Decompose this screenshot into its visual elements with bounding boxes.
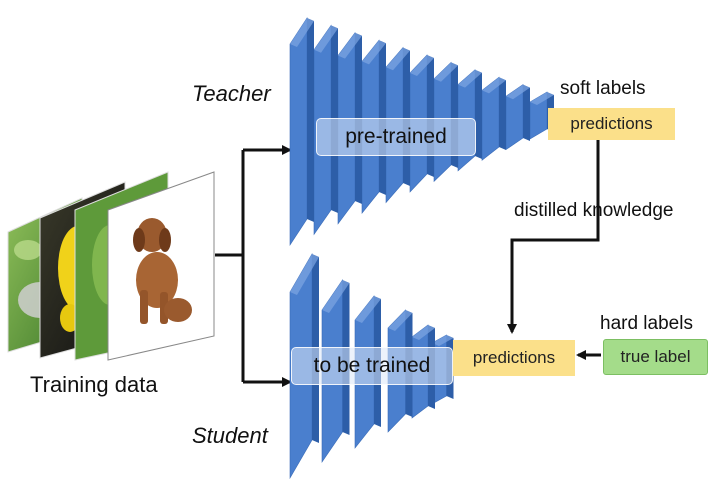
training-image-stack xyxy=(7,171,215,361)
soft-labels-title: soft labels xyxy=(560,78,646,99)
distilled-knowledge-label: distilled knowledge xyxy=(514,200,674,221)
student-network-label: to be trained xyxy=(291,347,453,385)
student-label: Student xyxy=(192,423,268,448)
teacher-layer xyxy=(289,16,314,247)
true-label-box: true label xyxy=(603,339,708,375)
teacher-layer xyxy=(481,76,506,161)
distillation-path xyxy=(507,140,600,334)
distillation-arrow xyxy=(507,140,600,334)
teacher-layer xyxy=(505,84,530,151)
training-image-puppy xyxy=(107,171,215,361)
input-arrows xyxy=(215,145,292,387)
training-data-label: Training data xyxy=(30,372,158,397)
student-predictions-box: predictions xyxy=(453,340,575,376)
teacher-network-label: pre-trained xyxy=(316,118,476,156)
teacher-label: Teacher xyxy=(192,81,271,106)
hard-labels-title: hard labels xyxy=(600,313,693,334)
teacher-predictions-box: predictions xyxy=(548,108,675,140)
